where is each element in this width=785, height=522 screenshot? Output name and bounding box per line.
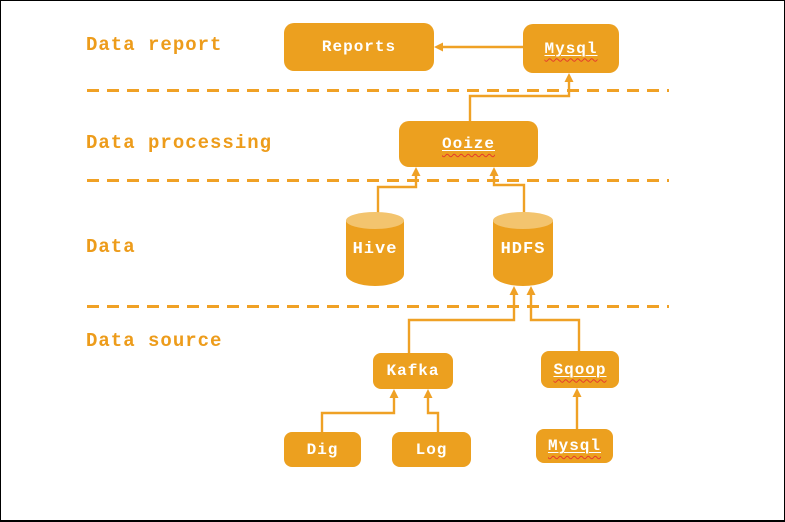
node-kafka-label: Kafka [386,362,440,380]
spellcheck-squiggle: Ooize [442,135,495,153]
arrowhead-into-hdfs-left [509,286,519,295]
spellcheck-squiggle: Mysql [548,437,601,455]
arrowhead-into-mysql-top [564,73,574,82]
node-mysql-report-label: Mysql [544,39,598,58]
node-dig-label: Dig [306,440,339,459]
layer-label-data-report: Data report [86,34,223,56]
node-hive-cylinder: Hive [346,212,404,286]
edge-log-to-kafka [426,398,440,432]
node-hdfs-cylinder: HDFS [493,212,553,286]
arrowhead-into-hdfs-right [526,286,536,295]
node-hdfs-label: HDFS [500,240,546,260]
node-mysql-source-label: Mysql [547,437,601,455]
node-ooize: Ooize [399,121,538,167]
node-sqoop-label: Sqoop [553,360,607,379]
edge-dig-to-kafka [320,398,396,432]
separator-processing-data [87,179,669,182]
edge-kafka-to-hdfs [407,295,516,353]
node-kafka: Kafka [373,353,453,389]
node-ooize-label: Ooize [441,135,495,153]
node-reports: Reports [284,23,434,71]
spellcheck-squiggle: Sqoop [553,361,606,379]
arrowhead-into-kafka-left [389,389,399,398]
arrowhead-into-kafka-right [423,389,433,398]
arrowhead-into-sqoop [572,388,582,397]
layer-label-data-processing: Data processing [86,132,273,154]
cylinder-body [493,220,553,286]
node-reports-label: Reports [321,38,397,56]
node-dig: Dig [284,432,361,467]
node-mysql-source: Mysql [536,429,613,463]
edge-hive-to-ooize [376,176,418,213]
cylinder-top-ellipse [346,212,404,229]
edge-hdfs-to-ooize [492,176,526,213]
cylinder-body [346,220,404,286]
separator-report-processing [87,89,669,92]
node-hive-label: Hive [352,240,398,260]
separator-data-source [87,305,669,308]
arrowhead-into-ooize-left [411,167,421,176]
node-sqoop: Sqoop [541,351,619,388]
cylinder-top-ellipse [493,212,553,229]
arrowhead-into-ooize-right [489,167,499,176]
layer-label-data-source: Data source [86,330,223,352]
node-log: Log [392,432,471,467]
edge-ooize-to-mysql [468,82,571,121]
edge-sqoop-to-hdfs [529,295,581,351]
layer-label-data: Data [86,236,136,258]
arrowhead-into-reports [434,42,443,52]
node-log-label: Log [415,440,448,459]
spellcheck-squiggle: Mysql [544,40,597,58]
node-mysql-report: Mysql [523,24,619,73]
